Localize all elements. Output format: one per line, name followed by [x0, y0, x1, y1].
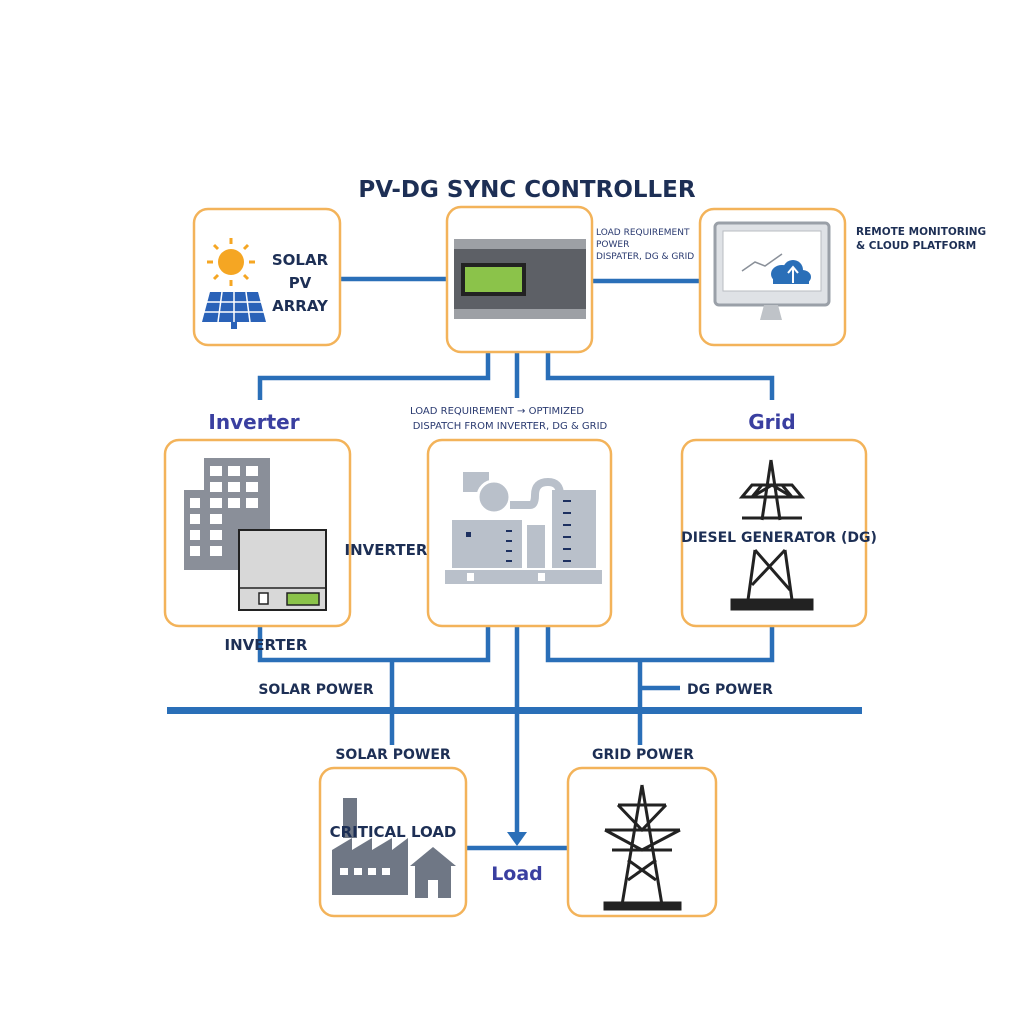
solar-power-label: SOLAR POWER [335, 747, 451, 763]
grid-power-label: GRID POWER [592, 747, 694, 763]
load-label: Load [491, 863, 543, 885]
svg-text:LOAD REQUIREMENT: LOAD REQUIREMENT [596, 228, 690, 238]
inverter-building-icon [184, 458, 327, 611]
diesel-generator-icon [445, 472, 602, 584]
middle-note: LOAD REQUIREMENT → OPTIMIZED [410, 406, 584, 417]
inverter-heading: Inverter [208, 410, 299, 434]
svg-text:SOLAR: SOLAR [272, 251, 329, 269]
arrow-down-icon [507, 832, 527, 846]
svg-text:PV: PV [289, 274, 312, 292]
grid-box: DIESEL GENERATOR (DG) [680, 438, 877, 628]
sync-controller-box [445, 205, 594, 354]
svg-text:DISPATER, DG & GRID: DISPATER, DG & GRID [596, 252, 694, 262]
inverter-bottom-label: INVERTER [225, 636, 308, 654]
svg-text:ARRAY: ARRAY [272, 297, 329, 315]
inverter-side-label: INVERTER [345, 541, 428, 559]
monitor-cloud-icon [713, 221, 831, 320]
diesel-generator-box [426, 438, 613, 628]
dg-power-label: DG POWER [687, 682, 773, 698]
middle-note: DISPATCH FROM INVERTER, DG & GRID [413, 421, 608, 432]
controller-note: LOAD REQUIREMENT POWER DISPATER, DG & GR… [596, 228, 694, 262]
solar-power-label: SOLAR POWER [258, 682, 374, 698]
transmission-tower-icon [730, 459, 814, 611]
grid-box-label: DIESEL GENERATOR (DG) [681, 530, 877, 546]
critical-load-box: CRITICAL LOAD [318, 766, 468, 918]
grid-power-box [566, 766, 718, 918]
monitoring-label: & CLOUD PLATFORM [856, 240, 976, 252]
svg-text:POWER: POWER [596, 240, 629, 250]
inverter-box [163, 438, 352, 628]
remote-monitoring-box [698, 207, 847, 347]
controller-device-icon [454, 239, 586, 319]
grid-heading: Grid [748, 410, 795, 434]
connector-lines [257, 276, 775, 851]
transmission-tower-icon [603, 784, 682, 911]
page-title: PV-DG SYNC CONTROLLER [358, 177, 696, 203]
power-bus [167, 707, 862, 714]
monitoring-label: REMOTE MONITORING [856, 226, 986, 238]
solar-panel-icon [202, 291, 266, 329]
sun-icon [207, 238, 255, 286]
factory-house-icon [332, 798, 456, 898]
solar-pv-box: SOLAR PV ARRAY [192, 207, 342, 347]
critical-load-label: CRITICAL LOAD [330, 823, 457, 841]
